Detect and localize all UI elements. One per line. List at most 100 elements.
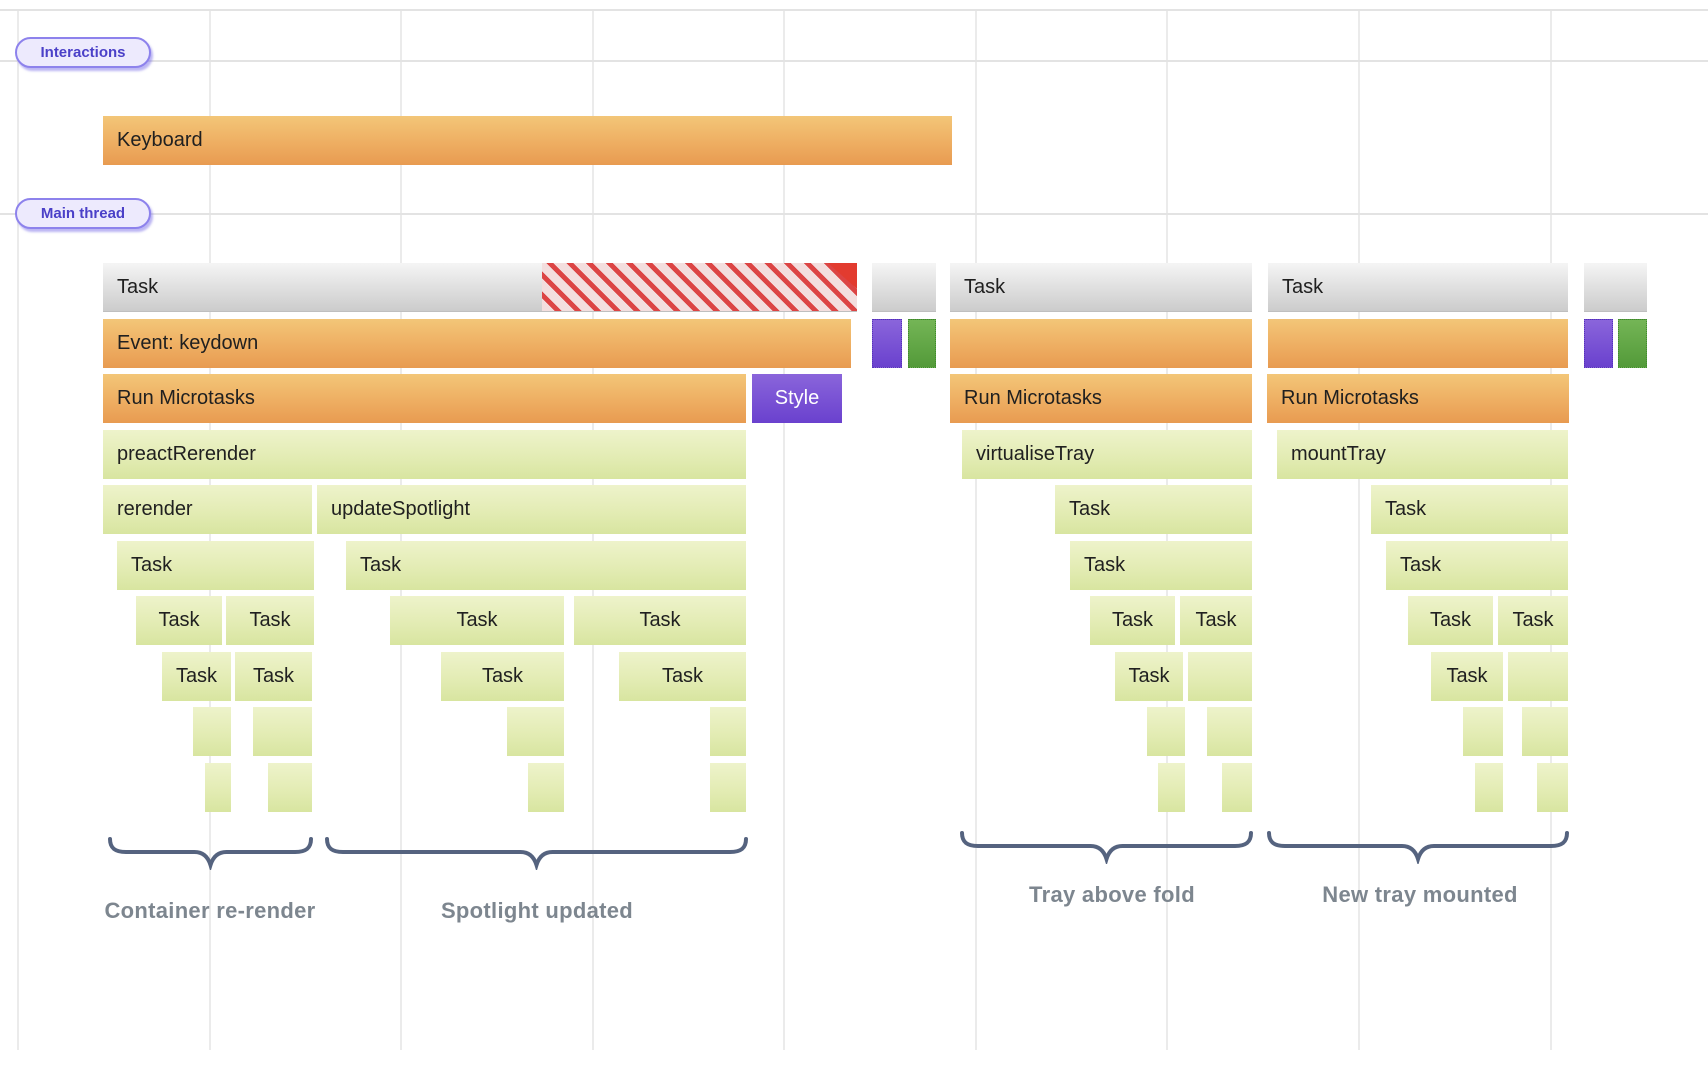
run-microtasks-bar[interactable]: Run Microtasks <box>1267 374 1569 423</box>
task-bar[interactable]: Task <box>441 651 564 701</box>
purple-marker-bar[interactable] <box>872 318 902 368</box>
grid-hline <box>0 9 1708 11</box>
task-bar[interactable]: Task <box>117 540 314 590</box>
activity-bar[interactable] <box>710 707 746 756</box>
mount-tray-bar[interactable]: mountTray <box>1277 429 1568 479</box>
keyboard-interaction-bar[interactable]: Keyboard <box>103 116 952 165</box>
activity-bar[interactable] <box>1463 707 1503 756</box>
preact-rerender-bar[interactable]: preactRerender <box>103 429 746 479</box>
bar-label: Task <box>158 609 200 631</box>
task-bar[interactable]: Task <box>346 540 746 590</box>
task-bar[interactable]: Task <box>1386 540 1568 590</box>
task-bar[interactable]: Task <box>1070 540 1252 590</box>
task-bar[interactable]: Task <box>1055 485 1252 534</box>
bar-label: Run Microtasks <box>117 387 255 409</box>
long-task-hatch <box>542 263 857 311</box>
task-bar[interactable]: Task <box>1431 651 1503 701</box>
task-bar[interactable]: Task <box>950 263 1252 312</box>
grid-vline <box>17 9 19 1050</box>
activity-bar[interactable] <box>268 762 312 812</box>
bar-label: Keyboard <box>117 129 203 151</box>
activity-bar[interactable] <box>1508 651 1568 701</box>
event-bar[interactable] <box>950 318 1252 368</box>
rerender-bar[interactable]: rerender <box>103 485 312 534</box>
task-bar[interactable]: Task <box>1371 485 1568 534</box>
task-bar[interactable]: Task <box>162 651 231 701</box>
bar-label: Task <box>1128 664 1170 687</box>
grid-hline <box>0 60 1708 62</box>
purple-marker-bar[interactable] <box>1584 318 1613 368</box>
track-label-text: Main thread <box>40 205 126 222</box>
bar-label: Task <box>456 609 498 631</box>
activity-bar[interactable] <box>1207 707 1252 756</box>
annotation-brace <box>108 836 313 872</box>
bar-label: rerender <box>117 498 193 520</box>
bar-label: Task <box>117 275 159 298</box>
activity-bar[interactable] <box>205 762 231 812</box>
run-microtasks-bar[interactable]: Run Microtasks <box>950 374 1252 423</box>
task-bar[interactable]: Task <box>1408 596 1493 645</box>
grid-vline <box>975 9 977 1050</box>
task-bar[interactable]: Task <box>1115 651 1183 701</box>
virtualise-tray-bar[interactable]: virtualiseTray <box>962 429 1252 479</box>
activity-bar[interactable] <box>1475 762 1503 812</box>
green-marker-bar[interactable] <box>1618 318 1647 368</box>
activity-bar[interactable] <box>193 707 231 756</box>
bar-label: Task <box>131 553 173 576</box>
bar-label: Task <box>1282 275 1324 298</box>
annotation-brace <box>1267 830 1569 866</box>
task-bar[interactable]: Task <box>390 596 564 645</box>
bar-label: Task <box>1429 609 1472 631</box>
activity-bar[interactable] <box>507 707 564 756</box>
green-marker-bar[interactable] <box>908 318 936 368</box>
activity-bar[interactable] <box>253 707 312 756</box>
task-bar[interactable]: Task <box>1090 596 1175 645</box>
task-bar[interactable]: Task <box>136 596 222 645</box>
annotation-label: New tray mounted <box>1322 882 1518 907</box>
bar-label: Task <box>175 664 218 687</box>
bar-label: Task <box>1512 609 1554 631</box>
bar-label: Run Microtasks <box>1281 387 1419 409</box>
grid-hline <box>0 213 1708 215</box>
activity-bar[interactable] <box>1522 707 1568 756</box>
grid-vline <box>1358 9 1360 1050</box>
activity-bar[interactable] <box>1222 762 1252 812</box>
run-microtasks-bar[interactable]: Run Microtasks <box>103 374 746 423</box>
style-bar[interactable]: Style <box>752 374 842 423</box>
task-bar[interactable]: Task <box>619 651 746 701</box>
track-label-main-thread[interactable]: Main thread <box>15 198 151 229</box>
annotation-brace <box>960 830 1253 866</box>
bar-label: Task <box>1195 609 1237 631</box>
task-bar[interactable]: Task <box>103 263 857 312</box>
task-bar[interactable]: Task <box>226 596 314 645</box>
activity-bar[interactable] <box>1147 707 1185 756</box>
bar-label: Task <box>661 664 704 687</box>
bar-label: Task <box>964 275 1006 298</box>
task-bar[interactable] <box>872 263 936 312</box>
task-bar[interactable]: Task <box>1180 596 1252 645</box>
event-bar[interactable] <box>1268 318 1568 368</box>
bar-label: mountTray <box>1291 442 1386 465</box>
track-label-text: Interactions <box>40 44 126 61</box>
activity-bar[interactable] <box>528 762 564 812</box>
track-label-interactions[interactable]: Interactions <box>15 37 151 68</box>
update-spotlight-bar[interactable]: updateSpotlight <box>317 485 746 534</box>
event-keydown-bar[interactable]: Event: keydown <box>103 318 851 368</box>
task-bar[interactable]: Task <box>574 596 746 645</box>
grid-vline <box>783 9 785 1050</box>
bar-label: Task <box>1084 553 1126 576</box>
task-bar[interactable]: Task <box>1268 263 1568 312</box>
bar-label: updateSpotlight <box>331 498 471 520</box>
activity-bar[interactable] <box>1188 651 1252 701</box>
task-bar[interactable] <box>1584 263 1647 312</box>
annotation-label: Container re-render <box>104 898 316 923</box>
activity-bar[interactable] <box>1537 762 1568 812</box>
task-bar[interactable]: Task <box>1498 596 1568 645</box>
bar-label: Event: keydown <box>117 331 259 354</box>
activity-bar[interactable] <box>710 762 746 812</box>
activity-bar[interactable] <box>1158 762 1185 812</box>
task-bar[interactable]: Task <box>235 651 312 701</box>
bar-label: Run Microtasks <box>964 387 1102 409</box>
bar-label: Style <box>774 387 820 409</box>
